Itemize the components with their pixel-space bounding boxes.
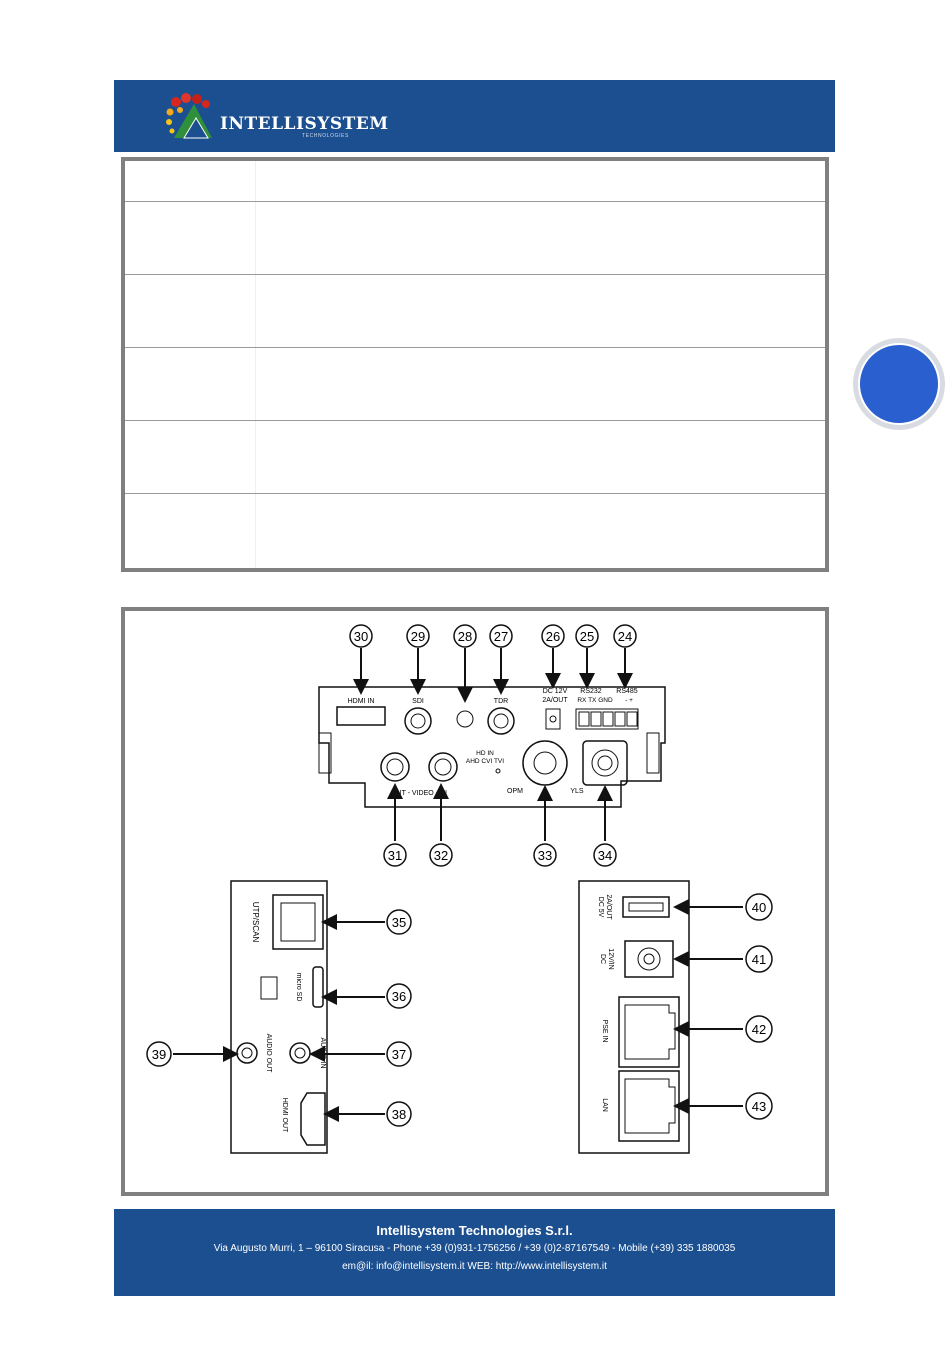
connector-diagram-svg: HDMI IN SDI TDR DC 12V 2A/OUT RS232 RS48… (146, 624, 773, 1154)
callout-41: 41 (752, 952, 766, 967)
callout-28: 28 (458, 629, 472, 644)
callout-35: 35 (392, 915, 406, 930)
rs232-label: RS232 (580, 688, 602, 695)
chapter-badge-circle (858, 343, 940, 425)
table-row (125, 420, 825, 421)
yls-label: YLS (570, 788, 584, 795)
dc5v-label: DC 5V (597, 897, 604, 918)
callout-42: 42 (752, 1022, 766, 1037)
callout-31: 31 (388, 848, 402, 863)
callout-29: 29 (411, 629, 425, 644)
callout-30: 30 (354, 629, 368, 644)
micro-sd-label: micro SD (295, 973, 302, 1002)
tdr-label: TDR (494, 698, 508, 705)
callout-32: 32 (434, 848, 448, 863)
callout-26: 26 (546, 629, 560, 644)
out2a-label: 2A/OUT (542, 697, 568, 704)
utp-scan-label: UTP/SCAN (251, 902, 260, 943)
hd-in-label: HD IN (476, 750, 494, 757)
led-indicator (456, 710, 474, 728)
audio-out-port (236, 1042, 258, 1064)
dc12v-in-port (624, 940, 674, 978)
table-row (125, 274, 825, 275)
table-row (125, 201, 825, 202)
12v-in-label: 12V/IN (607, 948, 614, 969)
left-side-panel (230, 880, 328, 1154)
logo-subtitle: TECHNOLOGIES (302, 133, 349, 139)
table-row (125, 493, 825, 494)
hdmi-out-port (300, 1092, 326, 1146)
hdmi-in-label: HDMI IN (348, 698, 375, 705)
plusminus-label: - + (625, 697, 633, 704)
right-bracket (646, 732, 660, 774)
right-callouts: 40 41 42 43 (745, 893, 773, 1120)
audio-out-label: AUDIO OUT (265, 1034, 272, 1074)
tdr-port (487, 707, 515, 735)
out-video-in-label: OUT - VIDEO - IN (391, 790, 447, 797)
rxtxgnd-label: RX TX GND (577, 697, 613, 704)
dc-label: DC (599, 954, 606, 964)
pse-in-port (624, 1004, 676, 1060)
micro-sd-slot (312, 966, 324, 1008)
lan-label: LAN (601, 1098, 608, 1112)
chapter-badge (853, 338, 945, 430)
lan-port-frame (618, 1070, 680, 1142)
pse-in-port-frame (618, 996, 680, 1068)
top-callouts: 30 29 28 27 26 25 24 31 32 33 34 (349, 624, 637, 867)
specs-table (121, 157, 829, 572)
opm-label: OPM (507, 788, 523, 795)
callout-37: 37 (392, 1047, 406, 1062)
left-bracket (318, 732, 332, 774)
callout-34: 34 (598, 848, 612, 863)
table-row (125, 347, 825, 348)
logo-text: INTELLISYSTEM (220, 114, 389, 134)
footer-company: Intellisystem Technologies S.r.l. (376, 1223, 573, 1238)
right-side-panel (578, 880, 690, 1154)
footer-contact: em@il: info@intellisystem.it WEB: http:/… (342, 1261, 607, 1272)
callout-24: 24 (618, 629, 632, 644)
sdi-port (404, 707, 432, 735)
callout-39: 39 (152, 1047, 166, 1062)
ahd-cvi-tvi-label: AHD CVI TVI (466, 758, 504, 765)
video-out-port (380, 752, 410, 782)
sdi-label: SDI (412, 698, 424, 705)
page-footer: Intellisystem Technologies S.r.l. Via Au… (114, 1209, 835, 1296)
lan-port (624, 1078, 676, 1134)
rs485-label: RS485 (616, 688, 638, 695)
connector-diagram: HDMI IN SDI TDR DC 12V 2A/OUT RS232 RS48… (121, 607, 829, 1196)
page-header: INTELLISYSTEM TECHNOLOGIES (114, 80, 835, 152)
table-column-divider (255, 161, 256, 568)
logo-icon (166, 93, 212, 139)
hdmi-in-port (336, 706, 386, 726)
out2a-side-label: 2A/OUT (605, 894, 612, 920)
audio-in-port (289, 1042, 311, 1064)
callout-40: 40 (752, 900, 766, 915)
yls-port (582, 740, 628, 786)
left-callouts: 35 36 37 38 39 (146, 909, 412, 1127)
dc12v-label: DC 12V (543, 688, 568, 695)
opm-port (522, 740, 568, 786)
callout-25: 25 (580, 629, 594, 644)
video-in-port (428, 752, 458, 782)
footer-address: Via Augusto Murri, 1 – 96100 Siracusa - … (213, 1243, 736, 1254)
callout-43: 43 (752, 1099, 766, 1114)
callout-38: 38 (392, 1107, 406, 1122)
pse-in-label: PSE IN (601, 1020, 608, 1043)
hdmi-out-label: HDMI OUT (281, 1098, 288, 1133)
callout-36: 36 (392, 989, 406, 1004)
serial-terminal-block (575, 708, 639, 730)
usb-dc5v-port (622, 896, 670, 918)
rear-panel-body (318, 686, 666, 808)
callout-27: 27 (494, 629, 508, 644)
dc-out-port (545, 708, 561, 730)
callout-33: 33 (538, 848, 552, 863)
sd-card-icon (260, 976, 278, 1000)
